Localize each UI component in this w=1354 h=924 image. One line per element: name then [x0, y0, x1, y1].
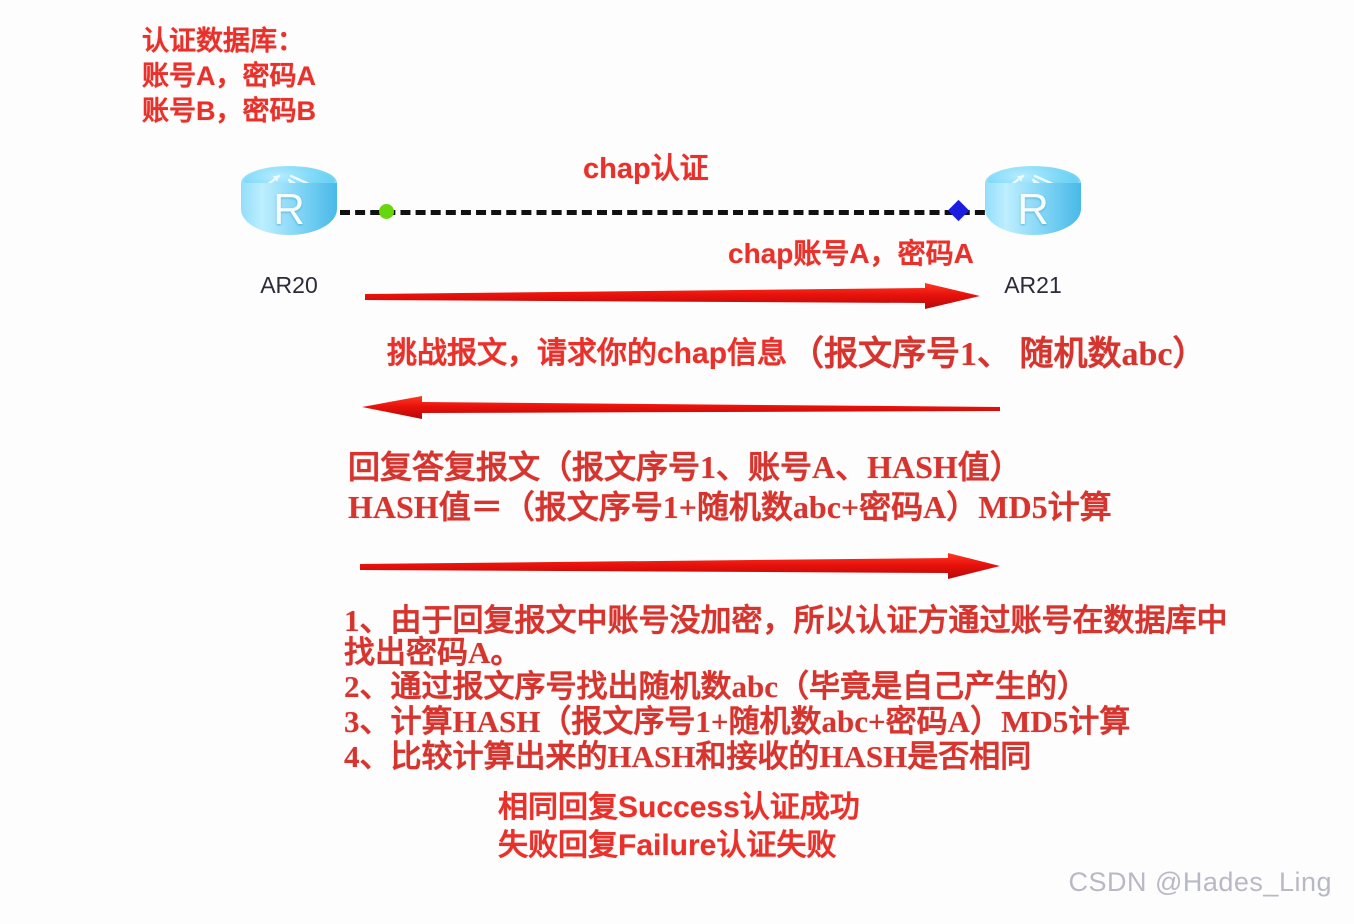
arrow-verify-right	[360, 553, 1000, 581]
router-ar20[interactable]: R	[241, 166, 337, 244]
auth-database-entry-0: 账号A，密码A	[142, 61, 316, 91]
auth-database-entry-1: 账号B，密码B	[142, 96, 316, 126]
link-label-chap-auth: chap认证	[583, 153, 709, 185]
arrow-response-left	[362, 394, 1000, 422]
challenge-text-sans: 挑战报文，请求你的chap信息	[387, 337, 788, 370]
csdn-watermark: CSDN @Hades_Ling	[1068, 867, 1332, 897]
router-body-icon	[241, 183, 337, 235]
left-interface-dot-icon	[379, 204, 394, 219]
router-ar21[interactable]: R	[985, 166, 1081, 244]
response-line-0: 回复答复报文（报文序号1、账号A、HASH值）	[348, 449, 1022, 485]
verify-line-1: 找出密码A。	[344, 635, 522, 670]
arrow-challenge-right	[365, 283, 980, 311]
verify-line-0: 1、由于回复报文中账号没加密，所以认证方通过账号在数据库中	[344, 603, 1228, 638]
result-line-success: 相同回复Success认证成功	[498, 791, 860, 824]
result-line-failure: 失败回复Failure认证失败	[498, 829, 837, 862]
right-interface-dot-icon	[947, 199, 970, 222]
link-credential-label: chap账号A，密码A	[728, 238, 974, 269]
router-body-icon	[985, 183, 1081, 235]
router-glyph-r: R	[273, 185, 305, 234]
router-glyph-r: R	[1017, 185, 1049, 234]
auth-database-heading: 认证数据库：	[142, 26, 304, 56]
verify-line-4: 4、比较计算出来的HASH和接收的HASH是否相同	[344, 739, 1032, 774]
auth-database-block: 认证数据库： 账号A，密码A 账号B，密码B	[142, 24, 316, 129]
router-label-ar20: AR20	[260, 272, 318, 298]
chap-link-line	[340, 210, 1000, 215]
challenge-text-serif: （报文序号1、 随机数abc）	[790, 336, 1207, 373]
verify-line-2: 2、通过报文序号找出随机数abc（毕竟是自己产生的）	[344, 669, 1088, 704]
response-line-1: HASH值＝（报文序号1+随机数abc+密码A）MD5计算	[348, 489, 1112, 525]
router-label-ar21: AR21	[1004, 272, 1062, 298]
verify-line-3: 3、计算HASH（报文序号1+随机数abc+密码A）MD5计算	[344, 704, 1131, 739]
